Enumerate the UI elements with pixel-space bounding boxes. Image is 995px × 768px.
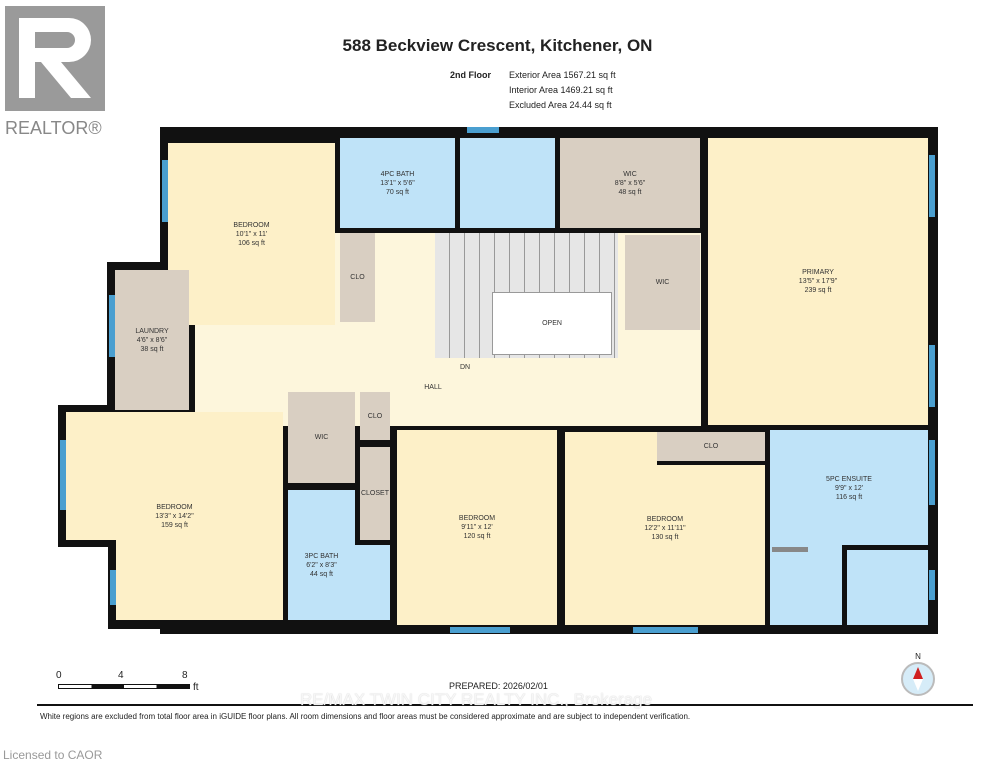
disclaimer: White regions are excluded from total fl… bbox=[40, 712, 691, 721]
room-dims: 9'11" x 12' bbox=[461, 524, 493, 531]
room-dims: 9'9" x 12' bbox=[834, 485, 864, 492]
excluded-area: Excluded Area 24.44 sq ft bbox=[509, 100, 612, 110]
room-label: 4PC BATH bbox=[380, 170, 415, 178]
page-title: 588 Beckview Crescent, Kitchener, ON bbox=[342, 36, 653, 55]
room-5pc-ensuite: 5PC ENSUITE 9'9" x 12' 116 sq ft bbox=[770, 430, 928, 625]
room-label: CLO bbox=[350, 274, 365, 281]
room-area: 120 sq ft bbox=[463, 533, 491, 540]
floor-areas: Exterior Area 1567.21 sq ft Interior Are… bbox=[509, 68, 616, 113]
compass-icon bbox=[901, 662, 935, 696]
room-clo-top: CLO bbox=[340, 233, 375, 322]
scale-unit: ft bbox=[193, 682, 199, 693]
window bbox=[450, 627, 510, 633]
room-closet: CLOSET bbox=[360, 447, 390, 540]
room-area: 116 sq ft bbox=[835, 494, 863, 501]
room-label: WIC bbox=[314, 434, 329, 441]
window bbox=[110, 570, 116, 605]
room-area: 44 sq ft bbox=[310, 570, 333, 578]
window bbox=[929, 155, 935, 217]
room-label: 3PC BATH bbox=[304, 552, 339, 560]
room-dims: 4'6" x 8'6" bbox=[136, 336, 168, 344]
room-dims: 13'1" x 5'6" bbox=[380, 179, 415, 187]
scale-bar: 0 4 8 ft bbox=[55, 670, 215, 695]
room-dims: 13'5" x 17'9" bbox=[798, 278, 838, 285]
room-wic-small: WIC bbox=[288, 392, 355, 483]
floor-name: 2nd Floor bbox=[450, 70, 491, 80]
exterior-area: Exterior Area 1567.21 sq ft bbox=[509, 70, 616, 80]
room-dims: 12'2" x 11'11" bbox=[644, 525, 686, 532]
room-label: PRIMARY bbox=[802, 269, 834, 276]
window bbox=[633, 627, 698, 633]
room-area: 159 sq ft bbox=[161, 521, 188, 529]
room-label: CLO bbox=[367, 412, 383, 420]
room-wic-mid: WIC bbox=[625, 235, 700, 330]
room-area: 239 sq ft bbox=[804, 287, 832, 294]
room-label: CLOSET bbox=[360, 490, 389, 497]
room-label: CLO bbox=[703, 443, 719, 450]
scale-tick: 8 bbox=[182, 670, 188, 681]
compass: N bbox=[900, 652, 936, 696]
room-label: 5PC ENSUITE bbox=[826, 476, 872, 483]
window bbox=[929, 570, 935, 600]
room-area: 130 sq ft bbox=[651, 534, 679, 541]
room-open: OPEN bbox=[492, 292, 612, 355]
compass-north-label: N bbox=[915, 652, 921, 661]
room-area: 70 sq ft bbox=[386, 188, 409, 196]
room-dims: 13'3" x 14'2" bbox=[155, 512, 194, 520]
room-primary: PRIMARY 13'5" x 17'9" 239 sq ft bbox=[708, 138, 928, 425]
room-label: WIC bbox=[655, 279, 670, 286]
watermark: RE/MAX TWIN CITY REALTY INC., Brokerage bbox=[300, 690, 653, 709]
room-label: BEDROOM bbox=[646, 516, 684, 523]
realtor-logo-text: REALTOR® bbox=[5, 118, 102, 138]
room-clo-small: CLO bbox=[360, 392, 390, 440]
scale-tick: 4 bbox=[118, 670, 124, 681]
room-label: BEDROOM bbox=[156, 503, 193, 511]
window bbox=[109, 295, 115, 357]
window bbox=[467, 127, 499, 133]
stairs-down-label: DN bbox=[450, 362, 480, 372]
license-text: Licensed to CAOR bbox=[3, 748, 103, 762]
room-clo-right: CLO bbox=[657, 432, 765, 465]
room-label: BEDROOM bbox=[458, 515, 496, 522]
room-dims: 10'1" x 11' bbox=[235, 230, 268, 238]
room-label: HALL bbox=[424, 384, 442, 391]
room-3pc-bath-lower bbox=[355, 545, 390, 620]
room-area: 48 sq ft bbox=[618, 188, 642, 196]
room-bedroom-3: BEDROOM 9'11" x 12' 120 sq ft bbox=[397, 430, 557, 625]
room-label: OPEN bbox=[542, 320, 562, 327]
interior-area: Interior Area 1469.21 sq ft bbox=[509, 85, 613, 95]
room-bath-shower bbox=[460, 138, 555, 228]
window bbox=[929, 345, 935, 407]
window bbox=[60, 440, 66, 510]
room-label: WIC bbox=[623, 170, 637, 178]
room-dims: 8'8" x 5'6" bbox=[614, 179, 646, 187]
window bbox=[162, 160, 168, 222]
room-area: 38 sq ft bbox=[140, 345, 164, 353]
scale-tick: 0 bbox=[56, 670, 62, 681]
room-dims: 6'2" x 8'3" bbox=[306, 561, 337, 569]
room-area: 106 sq ft bbox=[238, 239, 265, 247]
realtor-logo-icon bbox=[5, 6, 105, 111]
window bbox=[929, 440, 935, 505]
prepared-date: PREPARED: 2026/02/01 bbox=[449, 681, 548, 691]
room-label: DN bbox=[459, 363, 471, 371]
room-label: BEDROOM bbox=[233, 221, 270, 229]
room-label: LAUNDRY bbox=[135, 327, 169, 335]
realtor-logo: REALTOR® bbox=[5, 6, 105, 138]
